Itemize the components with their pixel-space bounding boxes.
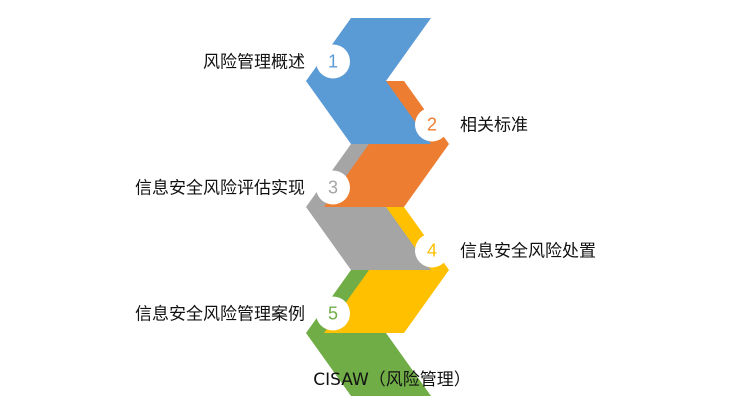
- step-5-label: 信息安全风险管理案例: [135, 304, 305, 324]
- step-5-circle: [316, 296, 350, 331]
- step-2-label: 相关标准: [460, 115, 528, 135]
- step-4-circle: [415, 233, 449, 268]
- step-5-number: 5: [328, 303, 338, 323]
- step-4-label: 信息安全风险处置: [460, 241, 596, 261]
- step-2-circle: [415, 107, 449, 142]
- label-layer: 1 风险管理概述 2 相关标准 3 信息安全风险评估实现 4 信息安全风险处置 5 信息安全风险管…: [135, 44, 596, 331]
- caption: CISAW（风险管理）: [313, 370, 471, 390]
- step-3-label: 信息安全风险评估实现: [135, 178, 305, 198]
- chevron-layer: [306, 18, 449, 396]
- step-1-chevron: [306, 18, 431, 144]
- step-1-number: 1: [328, 51, 338, 71]
- step-2-number: 2: [427, 114, 437, 134]
- step-3-circle: [316, 170, 350, 205]
- step-4-number: 4: [427, 240, 437, 260]
- step-3-number: 3: [328, 177, 338, 197]
- step-1-label: 风险管理概述: [203, 52, 305, 72]
- step-1-circle: [316, 44, 350, 79]
